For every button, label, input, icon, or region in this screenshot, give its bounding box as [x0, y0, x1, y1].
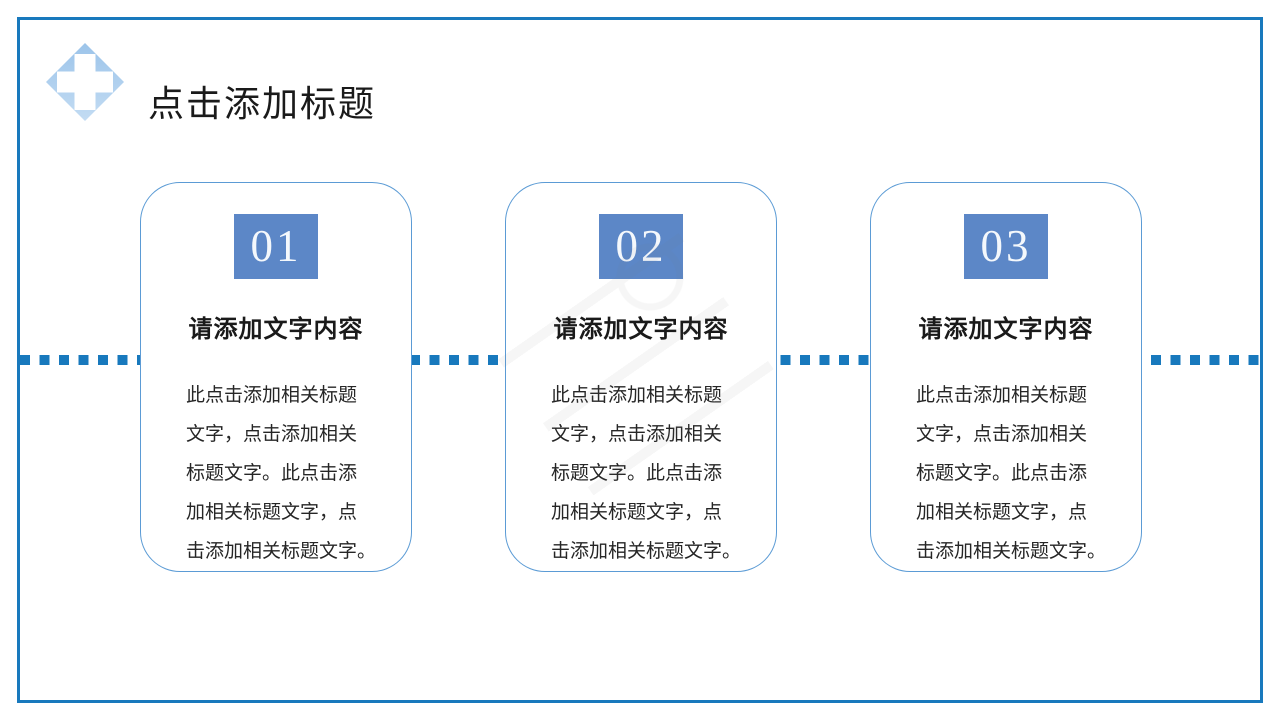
content-card-3[interactable]: 03 请添加文字内容 此点击添加相关标题 文字，点击添加相关 标题文字。此点击添… [870, 182, 1142, 572]
medical-cross-diamond-icon [45, 42, 125, 122]
content-card-1[interactable]: 01 请添加文字内容 此点击添加相关标题 文字，点击添加相关 标题文字。此点击添… [140, 182, 412, 572]
card-body-text-2: 此点击添加相关标题 文字，点击添加相关 标题文字。此点击添 加相关标题文字，点 … [551, 385, 742, 562]
slide-border-frame [17, 17, 1263, 703]
card-body-text-3: 此点击添加相关标题 文字，点击添加相关 标题文字。此点击添 加相关标题文字，点 … [916, 385, 1107, 562]
card-heading-3: 请添加文字内容 [918, 317, 1094, 343]
card-heading-1: 请添加文字内容 [188, 317, 364, 343]
content-card-2[interactable]: 02 请添加文字内容 此点击添加相关标题 文字，点击添加相关 标题文字。此点击添… [505, 182, 777, 572]
number-badge-1: 01 [234, 214, 318, 279]
card-body-text-1: 此点击添加相关标题 文字，点击添加相关 标题文字。此点击添 加相关标题文字，点 … [186, 385, 377, 562]
card-heading-2: 请添加文字内容 [553, 317, 729, 343]
number-badge-2: 02 [599, 214, 683, 279]
number-badge-3: 03 [964, 214, 1048, 279]
slide-title-placeholder[interactable]: 点击添加标题 [148, 84, 377, 125]
